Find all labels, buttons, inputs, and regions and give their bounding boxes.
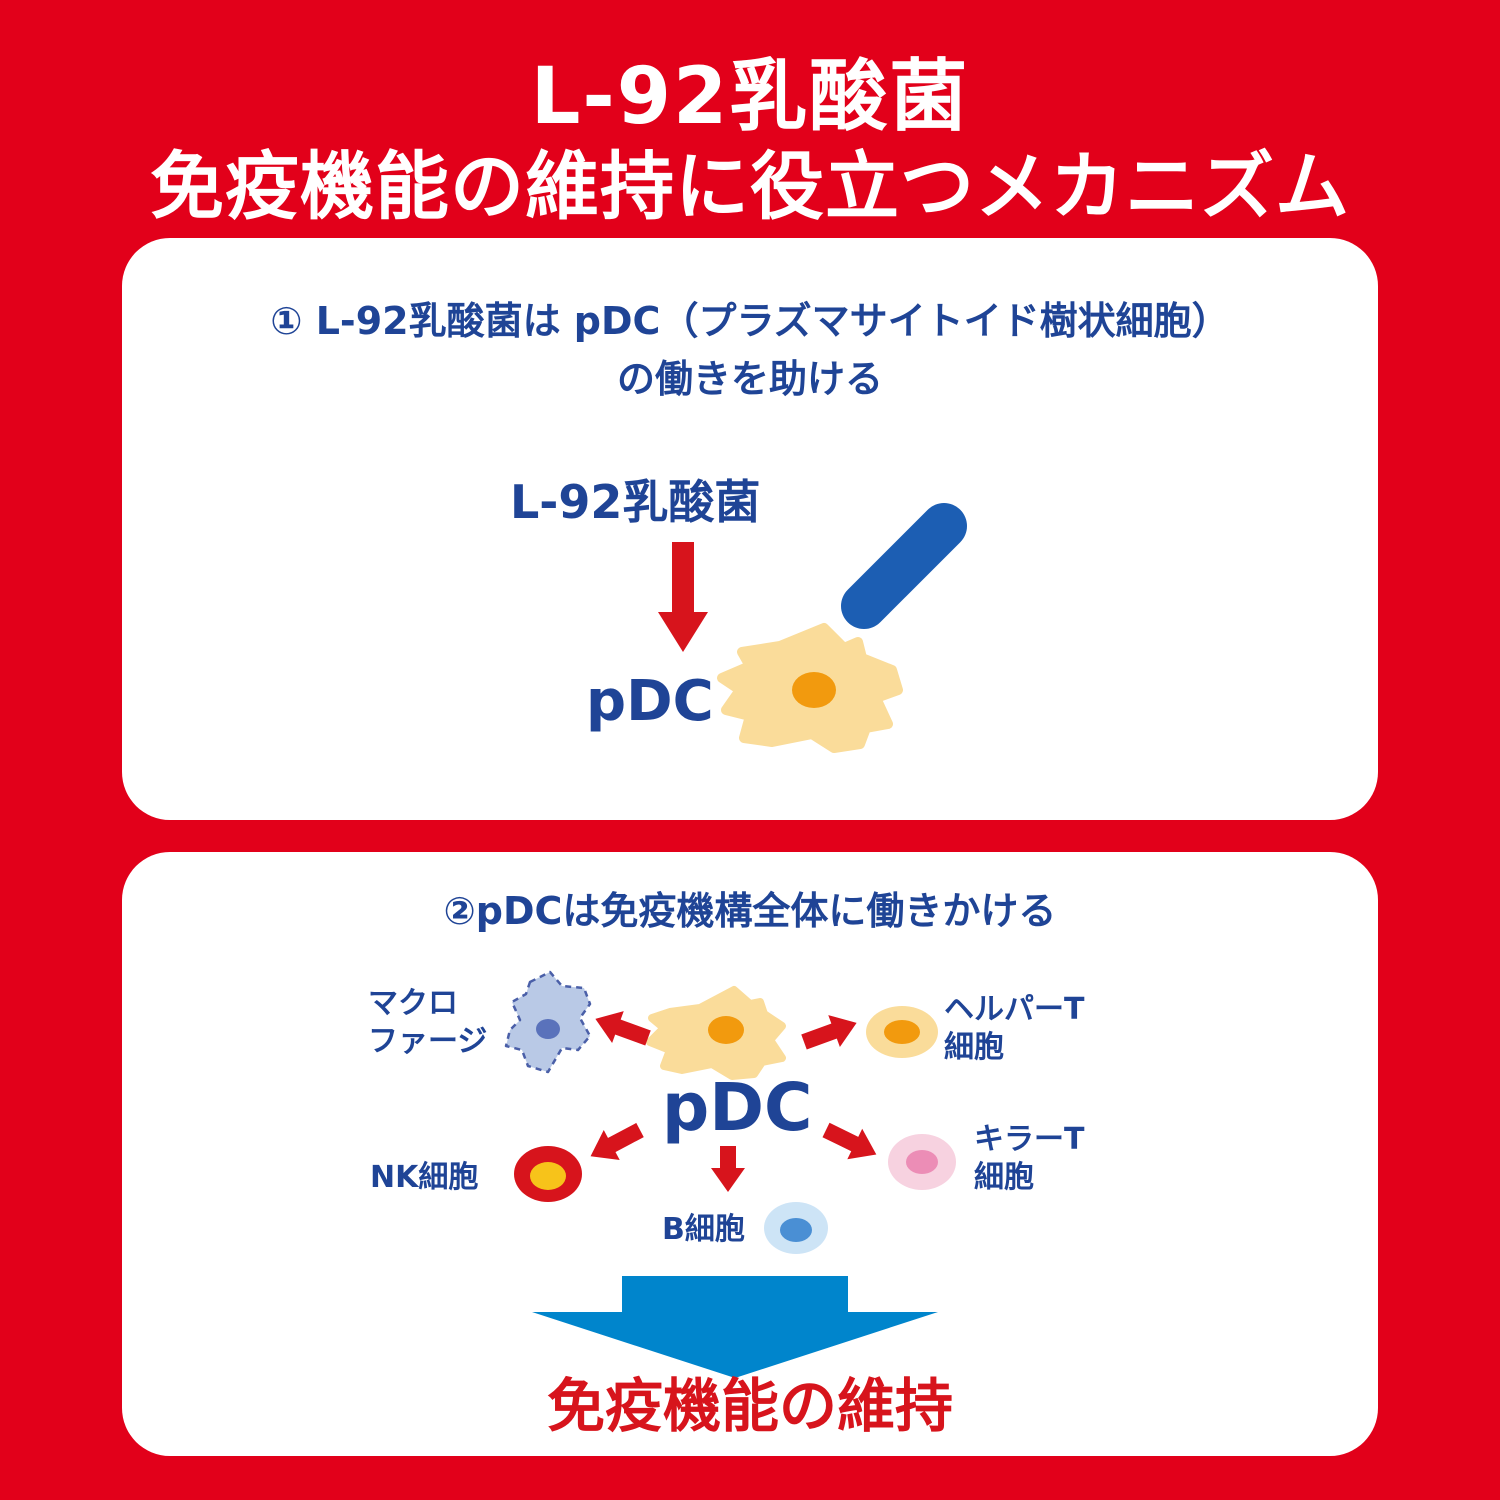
killer-t-cell-icon (888, 1134, 956, 1190)
arrow-to-macrophage (595, 1011, 651, 1046)
arrow-to-helper-t (801, 1015, 857, 1050)
panel1-diagram (658, 503, 967, 753)
helper-t-label-line1: ヘルパーT (944, 992, 1085, 1027)
b-cell-label: B細胞 (662, 1212, 745, 1247)
killer-t-label-line1: キラーT (974, 1122, 1085, 1157)
pdc-cell-icon (646, 986, 786, 1080)
page-title-line2: 免疫機能の維持に役立つメカニズム (150, 144, 1350, 230)
lactic-acid-bacteria-icon (841, 503, 967, 629)
pdc-center-label: pDC (662, 1069, 813, 1146)
bacteria-label: L-92乳酸菌 (510, 475, 761, 529)
panel-step2: ②pDCは免疫機構全体に働きかける マクロ ファージ ヘルパーT 細胞 pDC … (122, 852, 1378, 1456)
panel2-heading: ②pDCは免疫機構全体に働きかける (443, 889, 1057, 933)
nk-cell-icon (514, 1146, 582, 1202)
page-title-line1: L-92乳酸菌 (530, 52, 970, 142)
killer-t-label-line2: 細胞 (974, 1160, 1034, 1195)
panel2-diagram (504, 970, 956, 1378)
result-arrow (532, 1276, 938, 1378)
panel-step1: ① L-92乳酸菌は pDC（プラズマサイトイド樹状細胞） の働きを助ける L-… (122, 238, 1378, 820)
macrophage-label-line1: マクロ (368, 986, 458, 1021)
arrow-to-b-cell (711, 1146, 745, 1192)
result-label: 免疫機能の維持 (546, 1372, 953, 1440)
b-cell-icon (764, 1202, 828, 1254)
arrow-to-nk (590, 1122, 644, 1161)
helper-t-cell-icon (866, 1006, 938, 1058)
macrophage-label-line2: ファージ (368, 1024, 488, 1059)
macrophage-icon (504, 970, 592, 1074)
down-arrow (658, 542, 708, 652)
helper-t-label-line2: 細胞 (944, 1030, 1004, 1065)
pdc-cell-icon (717, 623, 903, 753)
arrow-to-killer-t (822, 1122, 877, 1160)
panel1-heading-line1: ① L-92乳酸菌は pDC（プラズマサイトイド樹状細胞） (270, 299, 1230, 343)
panel1-heading-line2: の働きを助ける (616, 357, 883, 401)
nk-cell-label: NK細胞 (370, 1160, 479, 1195)
pdc-label: pDC (586, 669, 714, 734)
